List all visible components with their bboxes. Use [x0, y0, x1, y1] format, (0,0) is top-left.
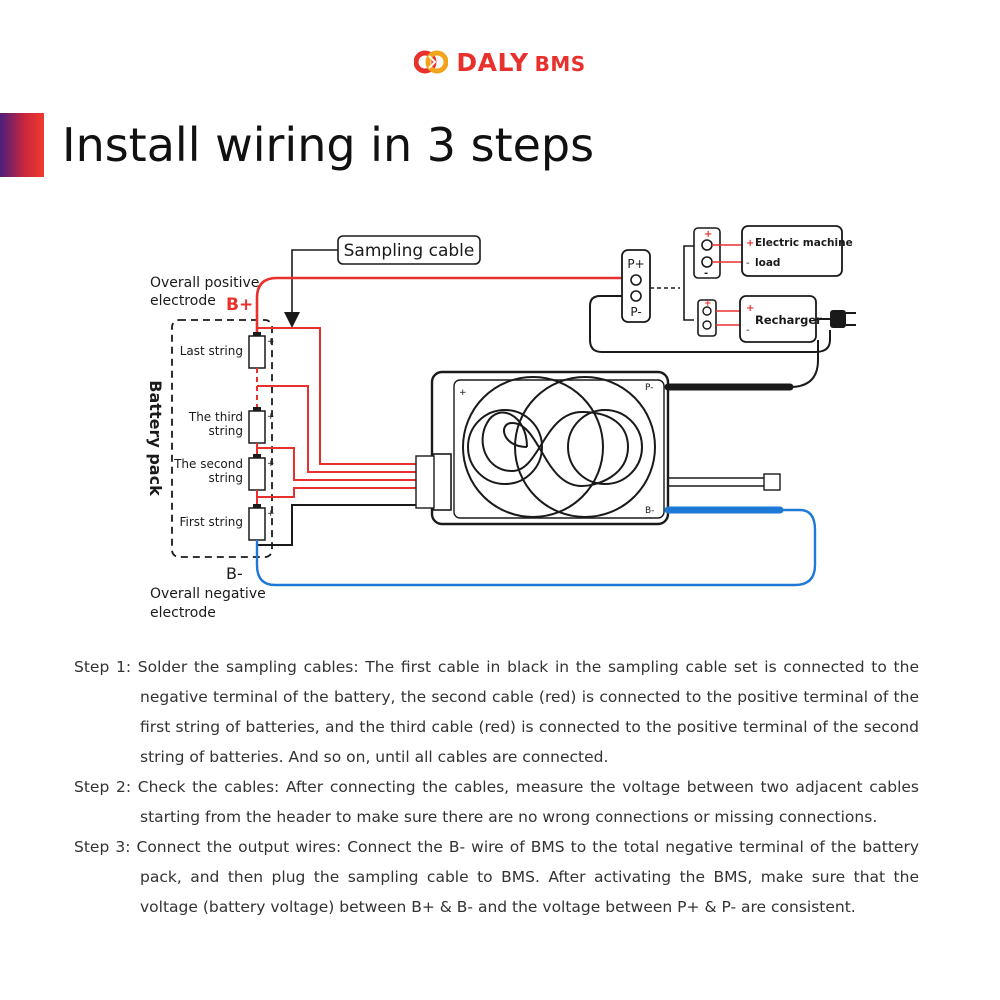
daly-logo-icon [414, 50, 449, 74]
wiring-diagram: Sampling cable Overall positive electrod… [146, 225, 856, 621]
temperature-probe-wire [668, 477, 764, 487]
battery-cell-first [248, 504, 266, 541]
b-plus-label: B+ [226, 295, 253, 315]
svg-text:+: + [704, 299, 712, 309]
sampling-cable-text: Sampling cable [344, 241, 475, 261]
sampling-cable-pointer [284, 249, 338, 328]
charger-plug: + [697, 299, 717, 337]
battery-cell-last [248, 332, 266, 369]
load-label: load [755, 257, 780, 269]
svg-text:-: - [704, 268, 708, 279]
svg-text:+: + [267, 337, 275, 347]
page-title: Install wiring in 3 steps [62, 118, 595, 172]
bms-p-minus-label: P- [645, 383, 653, 393]
output-split-bracket [683, 245, 694, 321]
sampling-cables [257, 327, 418, 546]
cell-polarity-marks: + + + + [267, 337, 275, 519]
recharger-box: + - Recharger [739, 295, 822, 343]
p-minus-loop-wire [589, 295, 831, 353]
svg-text:+: + [746, 303, 754, 314]
sampling-plug [415, 455, 435, 509]
overall-positive-label-1: Overall positive [150, 275, 259, 291]
svg-text:+: + [267, 412, 275, 422]
p-minus-label: P- [630, 305, 641, 319]
brand-suffix: BMS [534, 51, 586, 76]
svg-text:+: + [704, 229, 712, 240]
step-1: Step 1: Solder the sampling cables: The … [74, 658, 919, 766]
temperature-probe [763, 473, 781, 491]
svg-text:-: - [746, 258, 750, 269]
svg-text:+: + [267, 459, 275, 469]
battery-cell-second [248, 454, 266, 491]
b-minus-label: B- [226, 564, 243, 583]
installation-steps: Step 1: Solder the sampling cables: The … [74, 652, 919, 922]
overall-negative-label-1: Overall negative [150, 586, 266, 602]
load-wires [712, 244, 742, 263]
string-label-third-2: string [209, 424, 243, 438]
string-label-third-1: The third [188, 410, 243, 424]
svg-text:+: + [746, 238, 754, 249]
b-plus-wire [255, 276, 622, 332]
overall-positive-label-2: electrode [150, 293, 216, 309]
bms-header-connector [432, 453, 452, 511]
svg-text:+: + [267, 509, 275, 519]
bms-board: P- B- + [415, 370, 670, 526]
battery-pack-outline [171, 319, 273, 558]
svg-text:-: - [746, 325, 750, 336]
daly-infinity-logo-icon [481, 410, 630, 488]
bms-plus-mark: + [459, 388, 467, 398]
string-label-last: Last string [180, 344, 243, 358]
brand-name-text: DALY [456, 47, 529, 77]
p-minus-wire [789, 340, 819, 388]
power-plug-icon [816, 310, 856, 328]
overall-negative-label-2: electrode [150, 605, 216, 621]
string-label-second-1: The second [173, 457, 243, 471]
bms-b-minus-label: B- [645, 506, 654, 516]
step-3: Step 3: Connect the output wires: Connec… [74, 838, 919, 916]
p-plus-label: P+ [627, 257, 644, 271]
string-label-second-2: string [209, 471, 243, 485]
recharger-label: Recharger [755, 313, 822, 327]
step-2: Step 2: Check the cables: After connecti… [74, 778, 919, 826]
p-connector: P+ P- [621, 249, 651, 323]
battery-cell-third [248, 407, 266, 444]
charger-wires [716, 310, 740, 326]
electric-machine-box: + Electric machine - load [741, 225, 853, 277]
b-minus-wire [255, 508, 817, 587]
electric-machine-label: Electric machine [755, 237, 853, 249]
sampling-cable-label: Sampling cable [337, 235, 481, 265]
battery-pack-label: Battery pack [146, 380, 165, 496]
title-accent-bar [0, 113, 44, 177]
load-plug: + - [693, 227, 721, 279]
string-label-first: First string [179, 515, 243, 529]
